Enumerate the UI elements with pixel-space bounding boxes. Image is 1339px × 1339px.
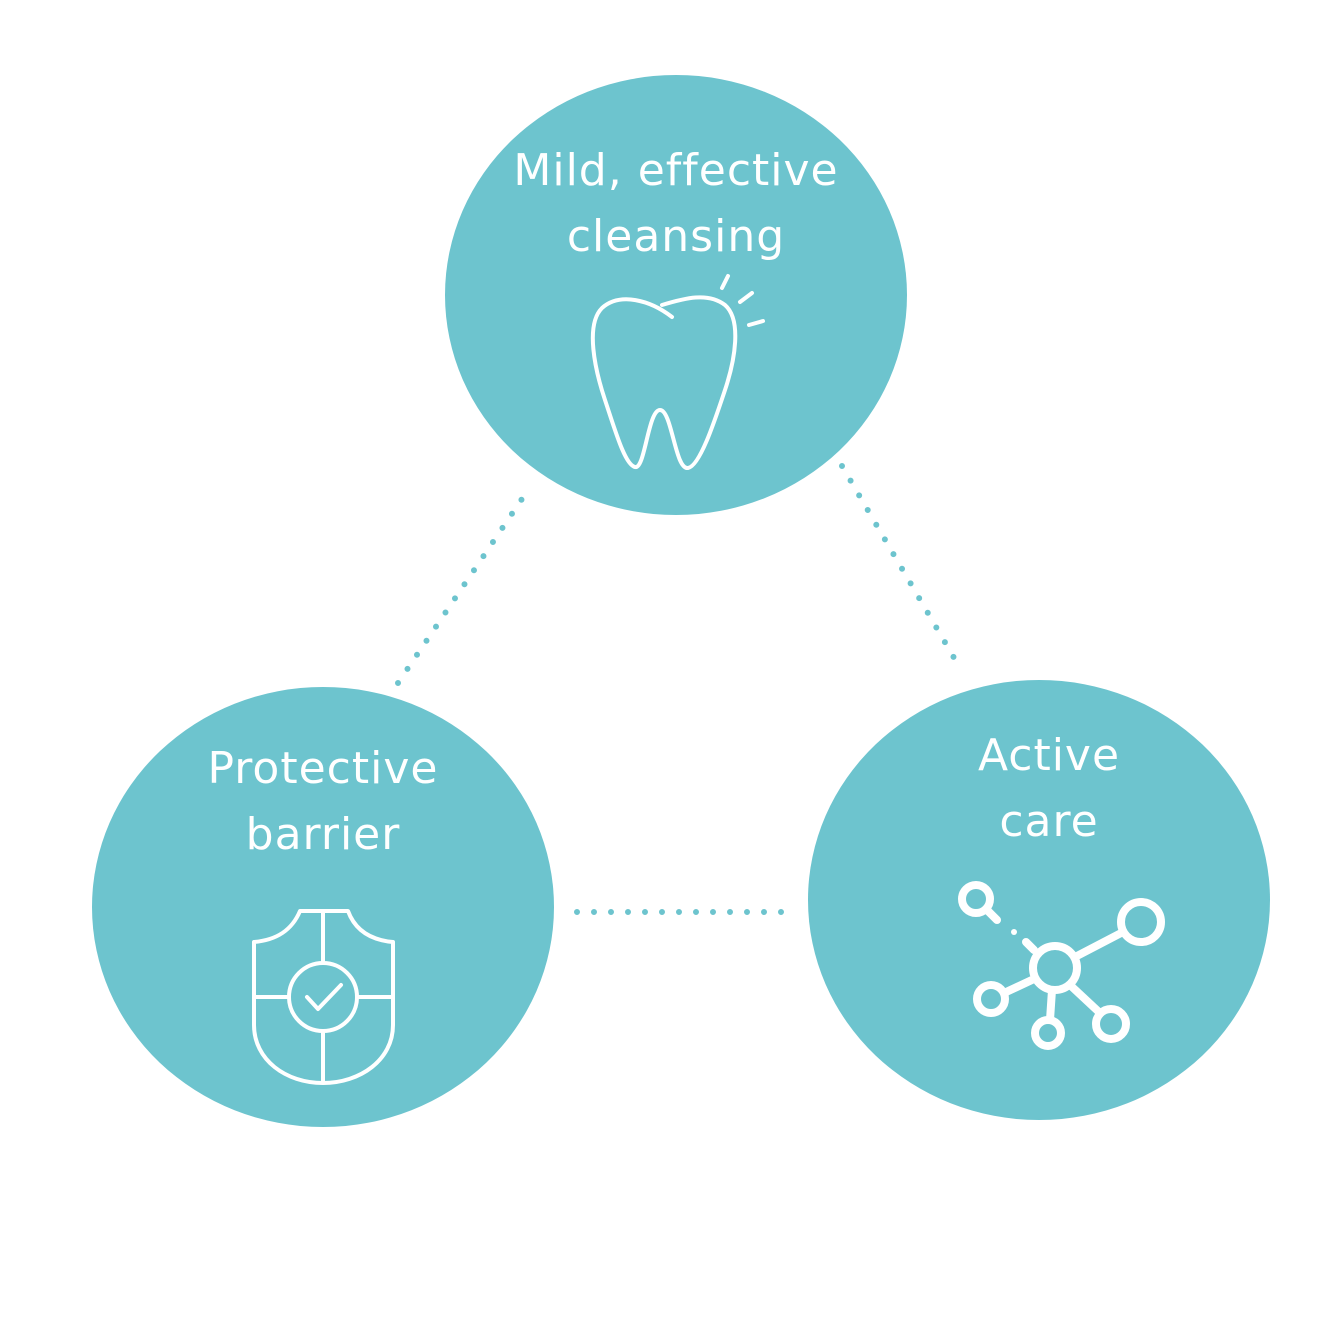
label-cleansing: Mild, effective cleansing xyxy=(476,138,876,270)
label-protective-barrier: Protective barrier xyxy=(123,736,523,868)
label-line-2: care xyxy=(999,796,1099,847)
label-line-1: Protective xyxy=(207,743,439,794)
circle-protective-barrier xyxy=(92,687,554,1127)
tooth-icon xyxy=(590,274,765,470)
connector-top-right xyxy=(839,463,963,671)
circle-cleansing xyxy=(445,75,907,515)
label-active-care: Active care xyxy=(849,723,1249,855)
molecule-network-icon xyxy=(958,881,1165,1050)
circle-active-care xyxy=(808,680,1270,1120)
label-line-1: Mild, effective xyxy=(513,145,839,196)
label-line-1: Active xyxy=(977,730,1121,781)
connector-top-left xyxy=(395,484,533,686)
label-line-2: barrier xyxy=(245,809,401,860)
label-line-2: cleansing xyxy=(566,211,786,262)
shield-check-icon xyxy=(252,909,395,1085)
